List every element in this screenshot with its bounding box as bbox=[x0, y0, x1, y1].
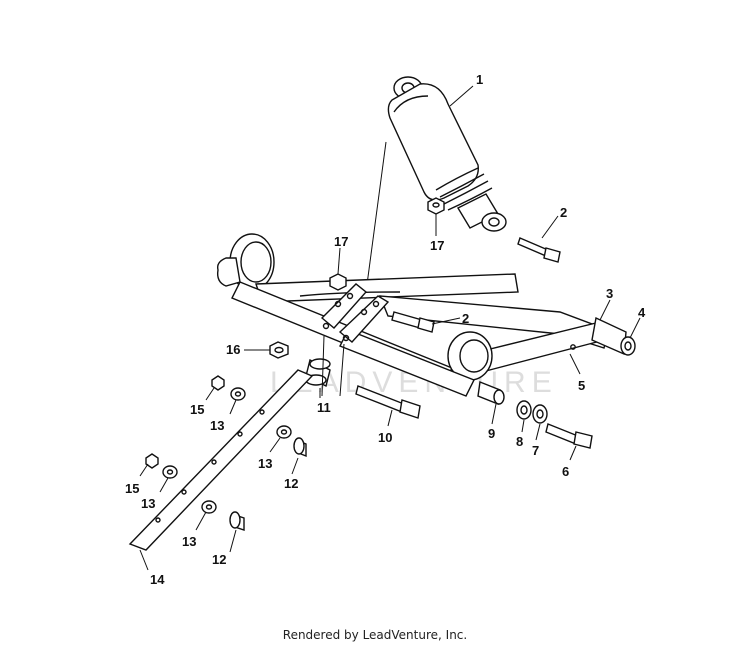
nut-15-upper bbox=[211, 375, 225, 391]
leader-lines bbox=[139, 85, 641, 571]
callout-13-a: 13 bbox=[210, 418, 224, 433]
callout-1: 1 bbox=[476, 72, 483, 87]
shock-mount-plates bbox=[320, 273, 390, 343]
callout-10: 10 bbox=[378, 430, 392, 445]
nut-upper bbox=[427, 197, 445, 215]
callout-17-upper: 17 bbox=[430, 238, 444, 253]
callout-3: 3 bbox=[606, 286, 613, 301]
callout-8: 8 bbox=[516, 434, 523, 449]
callout-14: 14 bbox=[150, 572, 165, 587]
callout-4: 4 bbox=[638, 305, 646, 320]
bolt-upper bbox=[517, 237, 561, 263]
callout-16: 16 bbox=[226, 342, 240, 357]
nut-16 bbox=[269, 341, 289, 359]
shock-absorber bbox=[365, 76, 507, 293]
callout-13-c: 13 bbox=[141, 496, 155, 511]
bolt-12-upper bbox=[293, 437, 307, 458]
bolt-12-lower bbox=[229, 511, 245, 531]
nut-15-lower bbox=[145, 453, 159, 469]
callout-12-lower: 12 bbox=[212, 552, 226, 567]
bolt-10 bbox=[355, 385, 421, 419]
footer-credit: Rendered by LeadVenture, Inc. bbox=[282, 628, 468, 642]
spacer-11 bbox=[305, 358, 331, 388]
callout-12-upper: 12 bbox=[284, 476, 298, 491]
callout-6: 6 bbox=[562, 464, 569, 479]
washer-7 bbox=[532, 404, 548, 424]
callout-labels: 1 2 17 2 3 4 16 11 5 15 13 13 10 9 8 7 6… bbox=[125, 72, 646, 587]
callout-15-lower: 15 bbox=[125, 481, 139, 496]
callout-13-b: 13 bbox=[258, 456, 272, 471]
washer-13-c bbox=[162, 465, 178, 479]
bolt-6 bbox=[545, 423, 593, 449]
washer-13-a bbox=[230, 387, 246, 401]
callout-13-d: 13 bbox=[182, 534, 196, 549]
callout-5: 5 bbox=[578, 378, 585, 393]
washer-13-d bbox=[201, 500, 217, 514]
callout-15-upper: 15 bbox=[190, 402, 204, 417]
callout-17-left: 17 bbox=[334, 234, 348, 249]
callout-7: 7 bbox=[532, 443, 539, 458]
callout-11: 11 bbox=[317, 400, 331, 415]
callout-9: 9 bbox=[488, 426, 495, 441]
washer-13-b bbox=[276, 425, 292, 439]
callout-2-upper: 2 bbox=[560, 205, 567, 220]
washer-8 bbox=[516, 400, 532, 420]
callout-2-middle: 2 bbox=[462, 311, 469, 326]
strap-14 bbox=[128, 369, 314, 551]
bolt-middle bbox=[391, 311, 435, 333]
